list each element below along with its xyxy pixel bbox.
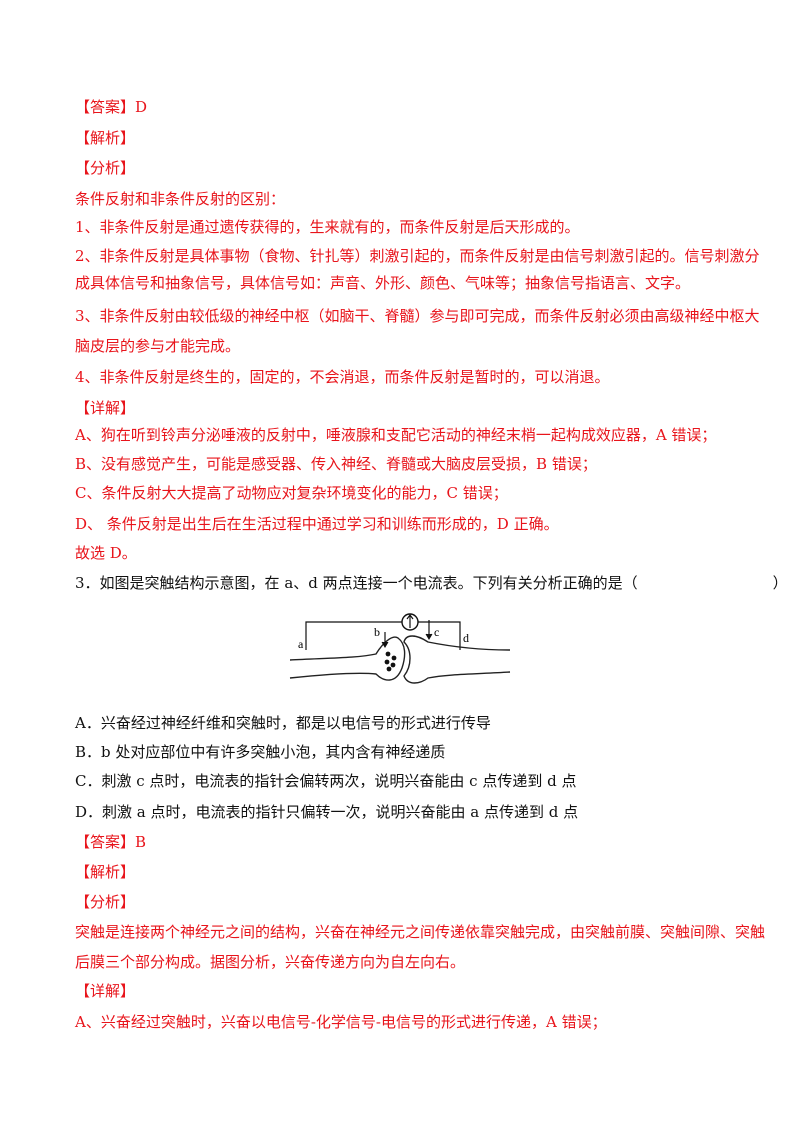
analysis-text-cont: 后膜三个部分构成。据图分析，兴奋传递方向为自左向右。	[75, 953, 466, 971]
label-a: a	[298, 637, 304, 651]
analysis-point-3-cont: 脑皮层的参与才能完成。	[75, 337, 241, 355]
analysis-point-2-cont: 成具体信号和抽象信号，具体信号如：声音、外形、颜色、气味等；抽象信号指语言、文字…	[75, 274, 691, 292]
label-c: c	[434, 625, 439, 639]
presynaptic-neuron	[289, 636, 406, 681]
detail-label: 【详解】	[75, 982, 136, 1000]
analysis-point-1: 1、非条件反射是通过遗传获得的，生来就有的，而条件反射是后天形成的。	[75, 218, 580, 236]
question-3-stem: 3．如图是突触结构示意图，在 a、d 两点连接一个电流表。下列有关分析正确的是（…	[75, 574, 788, 592]
fenxi-label: 【分析】	[75, 893, 136, 911]
option-c: C．刺激 c 点时，电流表的指针会偏转两次，说明兴奋能由 c 点传递到 d 点	[75, 772, 577, 790]
analysis-point-2: 2、非条件反射是具体事物（食物、针扎等）刺激引起的，而条件反射是由信号刺激引起的…	[75, 247, 760, 265]
analysis-intro: 条件反射和非条件反射的区别：	[75, 190, 286, 208]
detail-b: B、没有感觉产生，可能是感受器、传入神经、脊髓或大脑皮层受损，B 错误；	[75, 455, 597, 473]
detail-a: A、兴奋经过突触时，兴奋以电信号-化学信号-电信号的形式进行传递，A 错误；	[75, 1013, 607, 1031]
detail-a: A、狗在听到铃声分泌唾液的反射中，唾液腺和支配它活动的神经末梢一起构成效应器，A…	[75, 426, 717, 444]
detail-d: D、 条件反射是出生后在生活过程中通过学习和训练而形成的，D 正确。	[75, 515, 559, 533]
answer-label: 【答案】D	[75, 98, 148, 116]
vesicle	[386, 666, 392, 672]
analysis-label: 【解析】	[75, 129, 136, 147]
vesicle	[384, 659, 390, 665]
analysis-point-3: 3、非条件反射由较低级的神经中枢（如脑干、脊髓）参与即可完成，而条件反射必须由高…	[75, 307, 760, 325]
analysis-label: 【解析】	[75, 863, 136, 881]
option-d: D．刺激 a 点时，电流表的指针只偏转一次，说明兴奋能由 a 点传递到 d 点	[75, 803, 579, 821]
label-b: b	[374, 625, 380, 639]
option-b: B．b 处对应部位中有许多突触小泡，其内含有神经递质	[75, 743, 446, 761]
fenxi-label: 【分析】	[75, 159, 136, 177]
vesicle	[391, 655, 397, 661]
vesicle	[385, 651, 391, 657]
analysis-text: 突触是连接两个神经元之间的结构，兴奋在神经元之间传递依靠突触完成，由突触前膜、突…	[75, 923, 766, 941]
label-d: d	[463, 631, 469, 645]
vesicle	[390, 662, 396, 668]
postsynaptic-neuron	[403, 635, 511, 684]
detail-c: C、条件反射大大提高了动物应对复杂环境变化的能力，C 错误；	[75, 484, 508, 502]
option-a: A．兴奋经过神经纤维和突触时，都是以电信号的形式进行传导	[75, 714, 491, 732]
answer-label: 【答案】B	[75, 833, 147, 851]
synapse-diagram: a b c d	[289, 613, 511, 684]
analysis-point-4: 4、非条件反射是终生的，固定的，不会消退，而条件反射是暂时的，可以消退。	[75, 368, 610, 386]
detail-label: 【详解】	[75, 399, 136, 417]
conclusion: 故选 D。	[75, 544, 137, 562]
